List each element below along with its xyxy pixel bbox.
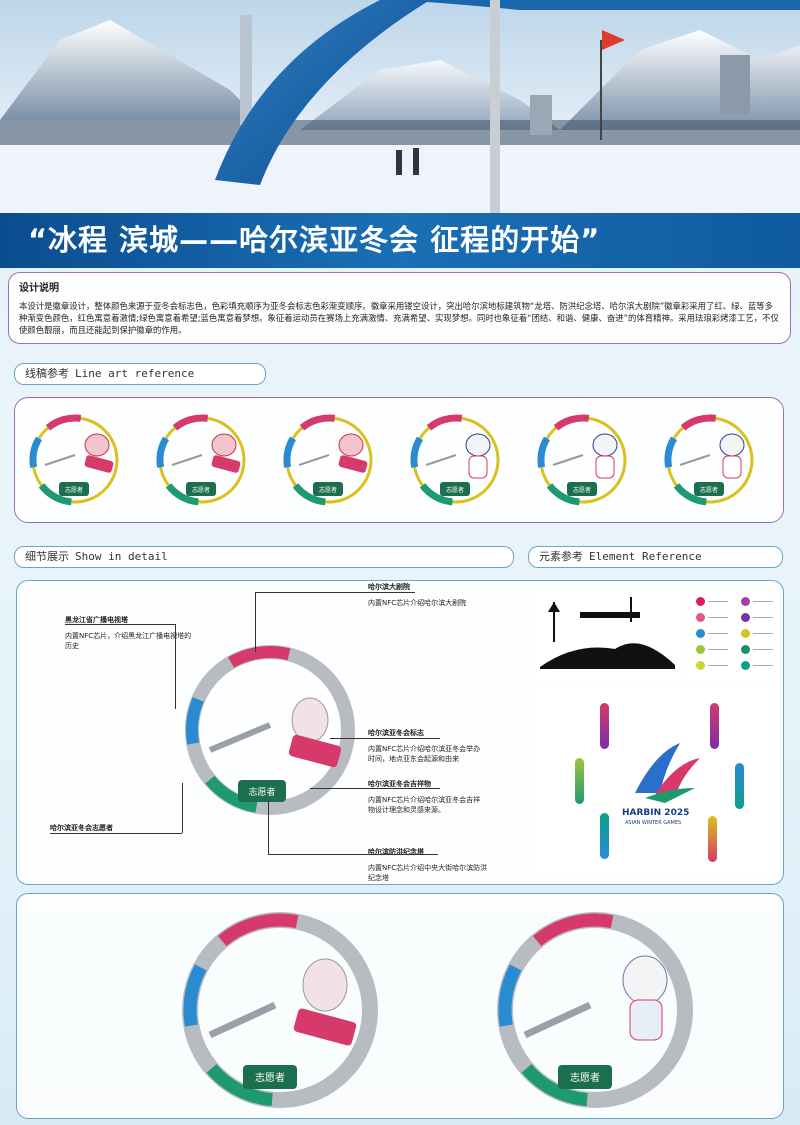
color-palette — [688, 587, 780, 682]
palette-swatch — [696, 661, 705, 670]
svg-text:志愿者: 志愿者 — [319, 486, 337, 494]
line-art-badge: 志愿者 — [406, 410, 506, 510]
svg-text:志愿者: 志愿者 — [446, 486, 464, 494]
palette-swatch — [696, 597, 705, 606]
final-badge-skater: 志愿者 — [497, 912, 693, 1108]
annotation-theatre: 哈尔滨大剧院 内置NFC芯片介绍哈尔滨大剧院 — [368, 583, 467, 607]
skyline-reference — [530, 587, 685, 682]
volunteer-plate — [238, 780, 286, 802]
final-badge-snowboard: 志愿者 — [182, 912, 378, 1108]
final-volunteer-label-1: 志愿者 — [255, 1071, 285, 1084]
svg-text:志愿者: 志愿者 — [192, 486, 210, 494]
line-art-row: 志愿者 志愿者 志愿者 志愿者 志愿者 志愿者 — [14, 397, 784, 523]
palette-swatch — [741, 661, 750, 670]
svg-text:志愿者: 志愿者 — [700, 486, 718, 494]
games-logo-icon — [635, 743, 700, 803]
line-art-badge: 志愿者 — [660, 410, 760, 510]
logo-color-bar — [708, 816, 717, 862]
annotation-mascot: 哈尔滨亚冬会吉祥物 内置NFC芯片介绍哈尔滨亚冬会吉祥物设计理念和灵感来源。 — [368, 780, 481, 814]
final-volunteer-label-2: 志愿者 — [570, 1071, 600, 1084]
logo-harbin: HARBIN 2025 — [622, 808, 690, 818]
annotation-tv-tower: 黑龙江省广播电视塔 内置NFC芯片，介绍黑龙江广播电视塔的历史 — [65, 616, 192, 650]
volunteer-label: 志愿者 — [248, 786, 275, 798]
logo-sub: ASIAN WINTER GAMES — [625, 820, 682, 826]
logo-color-bar — [600, 813, 609, 859]
detail-badge: 志愿者 — [185, 645, 355, 815]
svg-text:志愿者: 志愿者 — [65, 486, 83, 494]
palette-swatch — [741, 597, 750, 606]
logo-reference: HARBIN 2025 ASIAN WINTER GAMES — [530, 688, 780, 878]
logo-color-bar — [710, 703, 719, 749]
skyline-icon — [540, 597, 675, 669]
palette-swatch — [741, 629, 750, 638]
palette-swatch — [741, 645, 750, 654]
palette-swatch — [696, 613, 705, 622]
line-art-badge: 志愿者 — [152, 410, 252, 510]
annotation-flood-monument: 哈尔滨防洪纪念塔 内置NFC芯片介绍中央大街哈尔滨防洪纪念塔 — [368, 848, 488, 882]
description-text: 本设计是徽章设计，整体颜色来源于亚冬会标志色，色彩填充顺序为亚冬会标志色彩渐变顺… — [19, 301, 779, 335]
palette-swatch — [696, 645, 705, 654]
logo-color-bar — [575, 758, 584, 804]
logo-color-bar — [735, 763, 744, 809]
description-heading: 设计说明 — [19, 283, 59, 294]
line-art-badge: 志愿者 — [533, 410, 633, 510]
winter-scene-illustration — [0, 0, 800, 215]
palette-swatch — [696, 629, 705, 638]
line-art-badge: 志愿者 — [279, 410, 379, 510]
design-description-panel: 设计说明 本设计是徽章设计，整体颜色来源于亚冬会标志色，色彩填充顺序为亚冬会标志… — [8, 272, 791, 344]
line-art-badge: 志愿者 — [25, 410, 125, 510]
palette-swatch — [741, 613, 750, 622]
hero-title: “冰程 滨城——哈尔滨亚冬会 征程的开始” — [0, 213, 800, 268]
logo-color-bar — [600, 703, 609, 749]
svg-text:志愿者: 志愿者 — [573, 486, 591, 494]
annotation-volunteer: 哈尔滨亚冬会志愿者 — [50, 824, 113, 832]
annotation-games-logo: 哈尔滨亚冬会标志 内置NFC芯片介绍哈尔滨亚冬会举办时间，地点亚东会起源和由来 — [368, 729, 481, 763]
